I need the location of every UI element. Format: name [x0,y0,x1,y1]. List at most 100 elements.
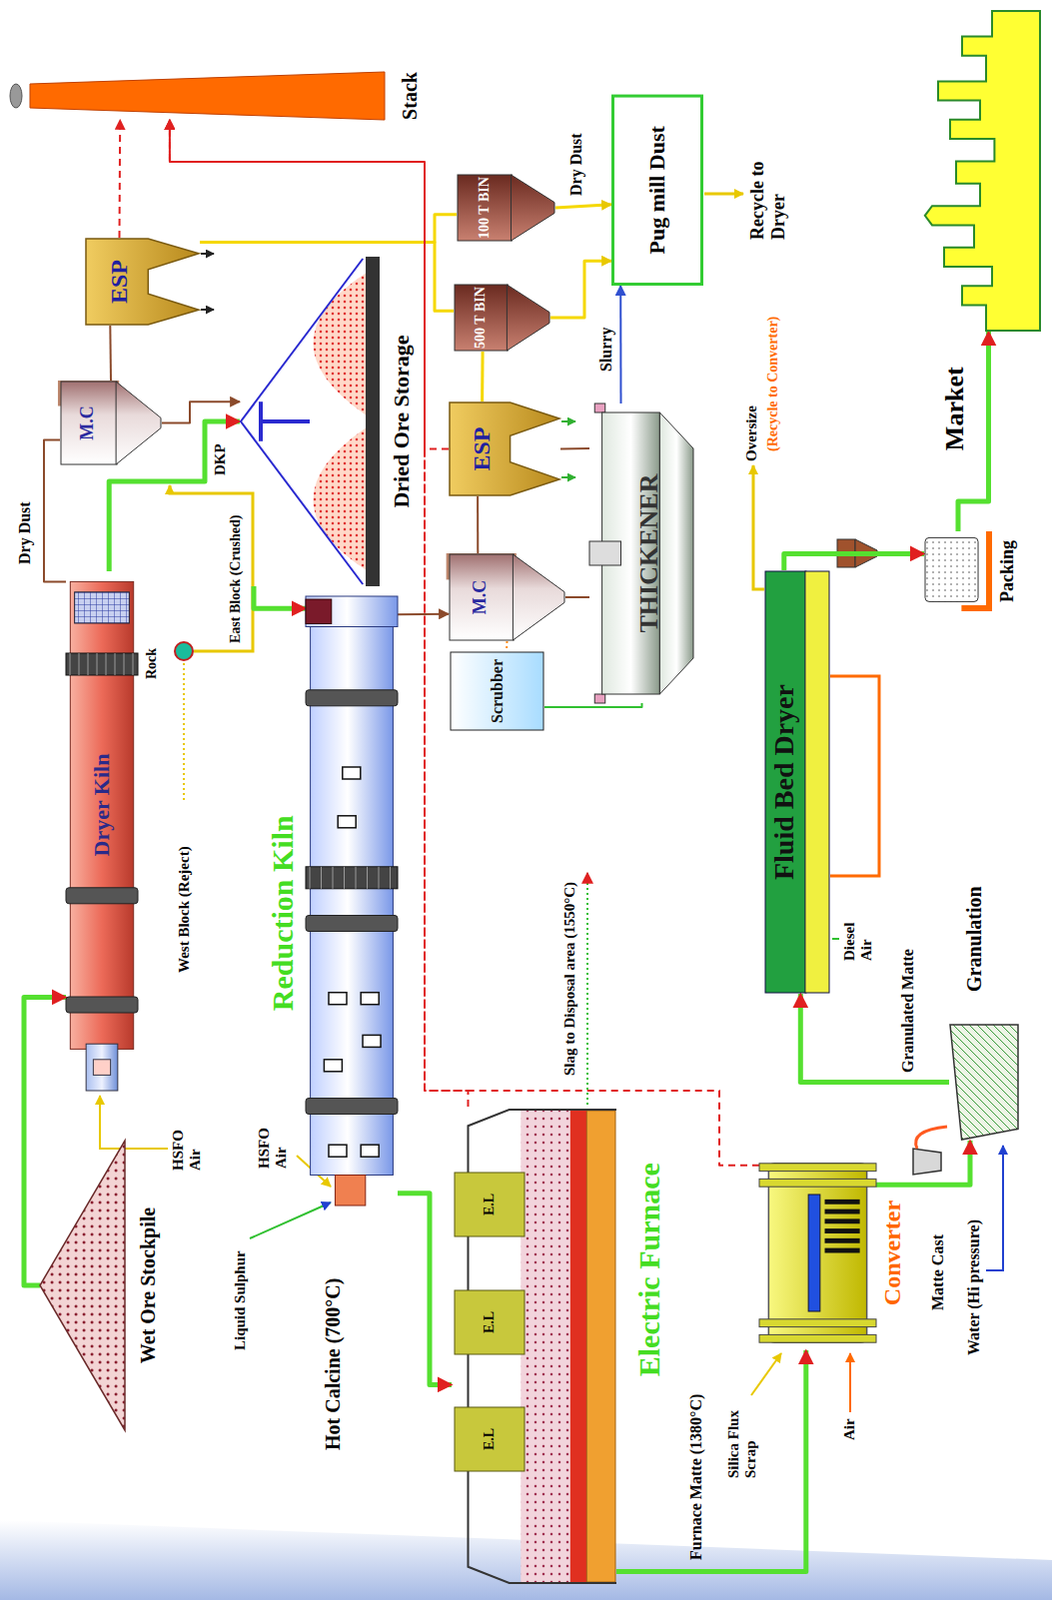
label-holder: 100 T BIN [456,173,511,242]
electrode: E.L [453,1406,526,1473]
label-holder: E.L [453,1406,526,1473]
reduction-kiln-shape [305,596,398,1206]
multiclone: M.C [448,553,566,642]
dust-bin: 100 T BIN [456,173,556,242]
label-holder: Packing [995,507,1023,636]
rock-screen [174,642,193,661]
label-holder: Converter [880,1175,907,1332]
flow-connector [555,204,612,208]
node-text: Stack [398,71,421,120]
scrubber: Scrubber [449,651,545,732]
dust-bin: 500 T BIN [453,283,551,352]
electrode: E.L [453,1289,526,1356]
stream-label: HSFO Air [255,1118,291,1169]
precipitator-shape [448,401,561,497]
flow-connector [476,496,479,554]
node-text: Scrubber [488,659,507,724]
stream-label: Granulated Matte [899,949,918,1073]
precipitator: ESP [84,237,200,326]
label-holder: Wet Ore Stockpile [133,1140,164,1431]
label-holder: M.C [448,553,513,642]
dryer-kiln: Dryer Kiln [65,571,138,1091]
label-holder: Dryer Kiln [65,727,138,884]
stream-label: Matte Cast [929,1234,948,1311]
flow-connector [565,596,590,599]
label-holder: Fluid Bed Dryer [764,579,806,987]
stream-label: (Recycle to Converter) [765,316,782,452]
node-text: E.L [481,1193,497,1216]
reduction-kiln: Reduction Kiln [305,596,398,1206]
stream-label: Hot Calcine (700°C) [321,1278,345,1451]
fluid-bed-dryer: Fluid Bed Dryer [764,570,831,995]
node-text: Converter [879,1200,906,1306]
stream-label: West Block (Reject) [175,846,193,974]
electric-furnace: Electric FurnaceE.LE.LE.L [451,1106,617,1587]
converter: Converter [759,1155,877,1351]
stream-label: Air [841,1418,859,1441]
node-text: 500 T BIN [472,286,488,349]
stream-label: Silica Flux Scrap [725,1396,761,1479]
flow-connector [23,997,66,1286]
label-holder: THICKENER [626,433,674,674]
flow-connector [876,1140,971,1185]
node-text: 100 T BIN [476,176,492,239]
node-text: Dryer Kiln [89,754,114,858]
node-text: E.L [481,1311,497,1334]
electrode: E.L [453,1171,526,1238]
stack: Stack [29,71,385,120]
stream-label: Rock [143,648,160,680]
flow-connector [560,447,590,451]
market: Market [919,9,1042,332]
node-text: M.C [470,580,491,616]
stream-label: Liquid Sulphur [231,1250,249,1351]
flow-connector [199,241,454,311]
flow-connector [800,994,950,1083]
flow-connector [544,703,643,708]
label-holder: Granulation [956,872,992,1008]
dust-bin-shape [453,283,551,352]
node-text: Packing [998,540,1019,603]
node-text: Pug mill Dust [645,125,670,254]
label-holder: E.L [453,1289,526,1356]
label-holder: ESP [90,237,149,326]
label-holder: E.L [453,1171,526,1238]
label-holder: Stack [395,42,424,149]
market-shape [919,9,1042,332]
stream-label: East Block (Crushed) [227,515,244,644]
packing-bag: Packing [924,531,993,612]
label-holder: Electric Furnace [629,1120,670,1419]
flow-connector [161,401,240,423]
converter-shape [759,1155,877,1351]
flow-connector [253,586,306,609]
stream-label: Slag to Disposal area (1550°C) [561,882,579,1076]
label-holder: 500 T BIN [453,283,507,352]
stream-label: Recycle to Dryer [747,129,789,240]
node-text: E.L [481,1428,497,1451]
node-text: Market [941,366,971,451]
flow-connector [505,641,509,652]
node-text: M.C [77,405,98,441]
node-text: THICKENER [635,474,665,634]
ore-storage-shape [239,256,380,587]
flow-connector [784,553,925,571]
label-holder: ESP [454,401,511,497]
stack-shape [29,71,385,120]
matte-ladle [913,1126,948,1175]
flow-connector [108,325,112,381]
stream-label: Oversize [743,405,761,462]
label-holder: Dried Ore Storage [387,256,416,587]
stream-label: DKP [211,443,229,476]
node-text: Electric Furnace [632,1162,666,1377]
multiclone-shape [448,553,566,642]
label-holder: Reduction Kiln [263,803,301,1024]
stream-label: Furnace Matte (1380°C) [687,1394,706,1561]
node-text: Reduction Kiln [265,815,299,1012]
stream-label: Diesel Air [841,906,877,962]
connector-label: Dry Dust [567,130,586,198]
flow-connector [480,351,485,402]
node-text: Dried Ore Storage [389,334,414,508]
flow-connector [619,285,622,404]
stream-label: Water (Hi pressure) [965,1219,984,1356]
precipitator: ESP [448,401,561,497]
